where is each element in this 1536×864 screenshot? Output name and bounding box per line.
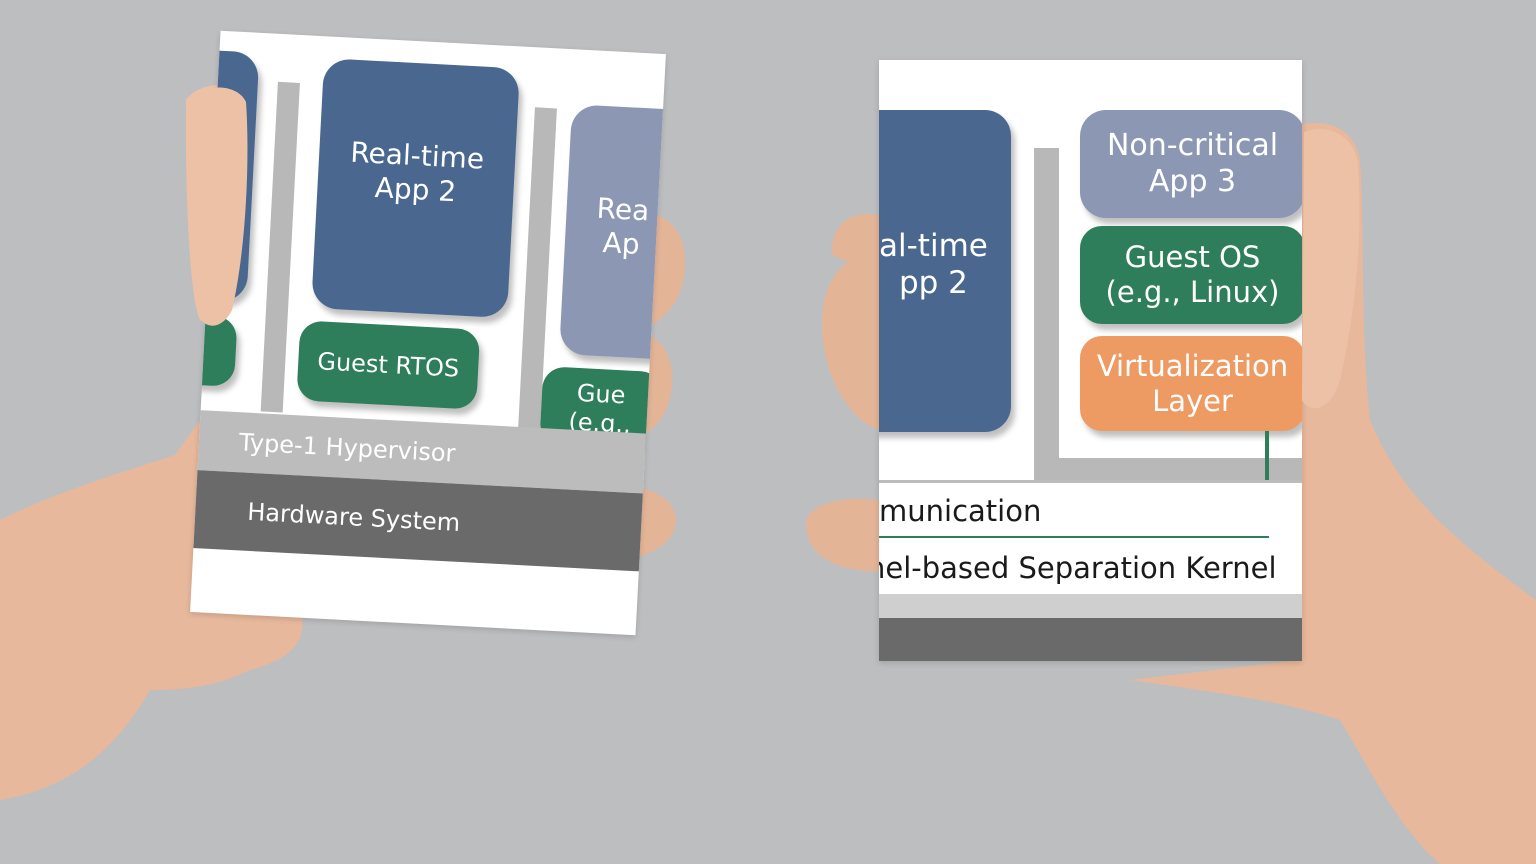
virtualization-layer-block: Virtualization Layer [1080, 336, 1302, 431]
separation-kernel-layer: nel-based Separation Kernel [879, 542, 1302, 594]
hardware-layer-right [879, 618, 1302, 661]
partial-realtime-app-block: al-time pp 2 [879, 110, 1011, 432]
hardware-label: Hardware System [246, 497, 461, 537]
realtime-app-2-block: Real-time App 2 [311, 58, 520, 319]
guest-rtos-label: Guest RTOS [316, 346, 460, 383]
non-critical-app-3-block: Non-critical App 3 [1080, 110, 1302, 218]
guest-os-label: Guest OS (e.g., Linux) [1105, 240, 1280, 309]
partial-app-3-label: Rea Ap [595, 192, 651, 261]
connector-horizontal [879, 534, 1269, 538]
non-critical-app-3-label: Non-critical App 3 [1106, 128, 1279, 199]
right-diagram-card: al-time pp 2 Non-critical App 3 Guest OS… [879, 60, 1302, 661]
right-hand-palm [1130, 123, 1536, 864]
partition-separator [1034, 148, 1059, 458]
separation-kernel-label: nel-based Separation Kernel [879, 550, 1277, 585]
guest-rtos-block: Guest RTOS [296, 320, 481, 410]
virtualization-layer-label: Virtualization Layer [1096, 348, 1289, 418]
guest-os-block: Guest OS (e.g., Linux) [1080, 226, 1302, 324]
communication-layer: munication [879, 480, 1302, 536]
right-hand-fingers [805, 214, 879, 573]
partial-realtime-app-label: al-time pp 2 [879, 227, 988, 301]
partial-app-3-block: Rea Ap [559, 104, 666, 361]
left-diagram-card: Real-time App 2 Guest RTOS Rea Ap Gue (e… [190, 30, 666, 636]
lower-gray-layer [879, 594, 1302, 618]
partition-separator [260, 81, 300, 413]
partition-frame-bottom [1034, 458, 1302, 480]
realtime-app-2-label: Real-time App 2 [349, 136, 485, 209]
communication-label: munication [879, 493, 1042, 528]
